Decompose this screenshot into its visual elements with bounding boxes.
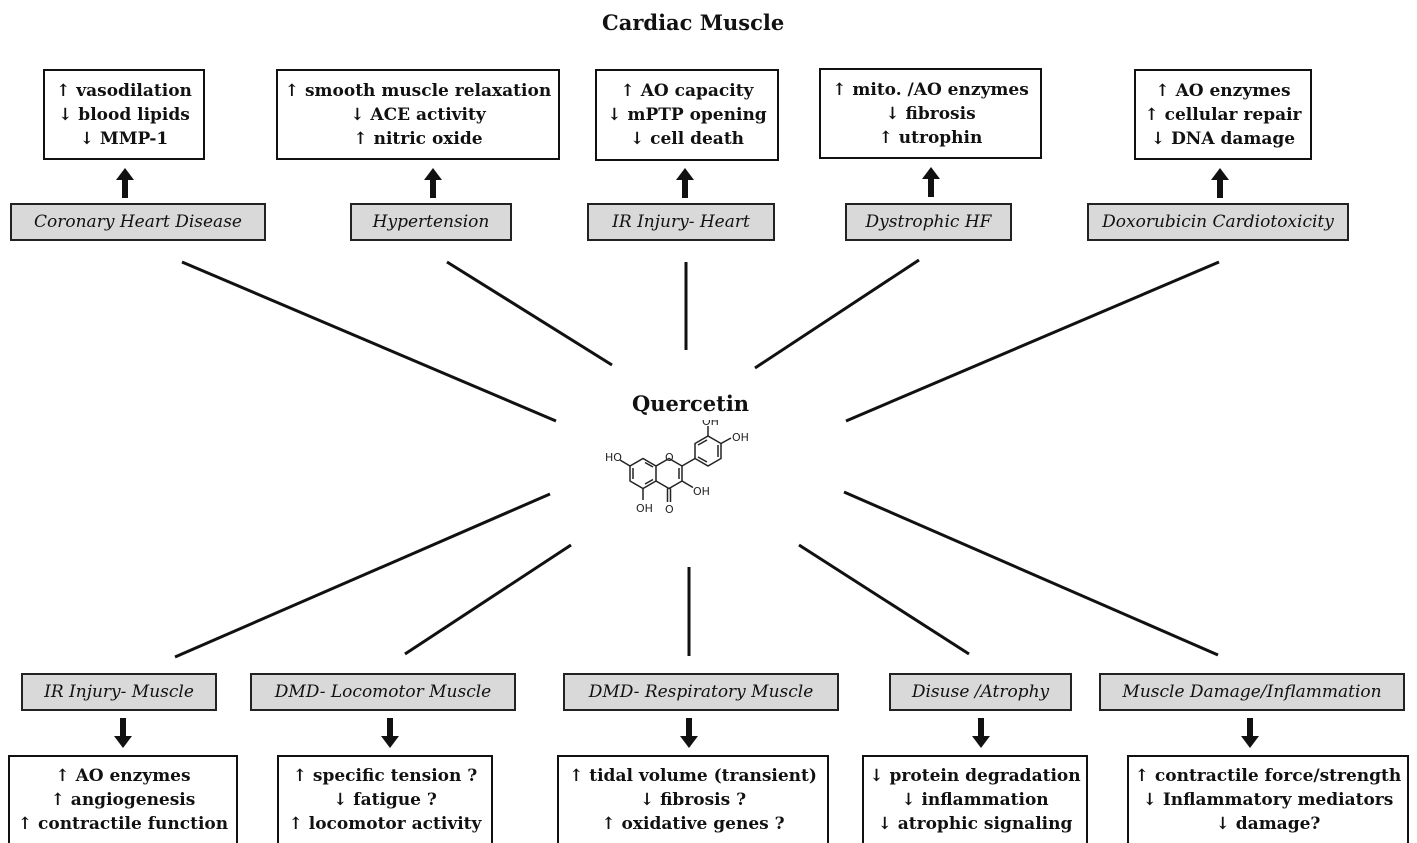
arrow-up-icon <box>116 168 134 198</box>
ring-oxygen-label: O <box>665 451 674 464</box>
carbonyl-oxygen-label: O <box>665 503 674 516</box>
effect-item: ↓ MMP-1 <box>79 128 169 149</box>
effect-item: ↓ ACE activity <box>350 104 486 125</box>
connector-hypertension <box>446 260 613 367</box>
skeletal-effects-muscle-damage: ↑ contractile force/strength ↓ Inflammat… <box>1127 755 1409 843</box>
condition-label-muscle-damage: Muscle Damage/Inflammation <box>1099 673 1405 711</box>
effect-item: ↑ nitric oxide <box>353 128 483 149</box>
arrow-up-icon <box>424 168 442 198</box>
skeletal-effects-dmd-locomotor: ↑ specific tension ? ↓ fatigue ? ↑ locom… <box>277 755 493 843</box>
effect-item: ↑ contractile function <box>17 814 229 834</box>
connector-coronary <box>181 260 557 423</box>
center-label: Quercetin <box>632 391 750 416</box>
effect-item: ↑ utrophin <box>878 127 983 148</box>
effect-item: ↓ protein degradation <box>869 766 1081 786</box>
effect-item: ↑ specific tension ? <box>292 766 478 786</box>
hydroxyl-5-label: OH <box>636 502 653 515</box>
hydroxyl-3-label: OH <box>693 485 710 498</box>
arrow-down-icon <box>680 718 698 748</box>
connector-dmd-locomotor <box>404 543 572 656</box>
effect-item: ↑ oxidative genes ? <box>601 814 785 834</box>
connector-ir-muscle <box>174 492 551 659</box>
effect-item: ↑ mito. /AO enzymes <box>832 79 1029 100</box>
condition-label-dmd-locomotor: DMD- Locomotor Muscle <box>250 673 516 711</box>
condition-label-ir-heart: IR Injury- Heart <box>587 203 775 241</box>
arrow-down-icon <box>972 718 990 748</box>
effect-item: ↓ fibrosis <box>885 103 976 124</box>
arrow-up-icon <box>676 168 694 198</box>
effect-item: ↑ contractile force/strength <box>1134 766 1402 786</box>
condition-label-doxorubicin: Doxorubicin Cardiotoxicity <box>1087 203 1349 241</box>
cardiac-effects-coronary: ↑ vasodilation ↓ blood lipids ↓ MMP-1 <box>43 69 205 160</box>
effect-item: ↓ cell death <box>629 129 745 149</box>
effect-item: ↓ atrophic signaling <box>877 814 1073 834</box>
effect-item: ↑ tidal volume (transient) <box>569 766 817 786</box>
condition-label-hypertension: Hypertension <box>350 203 512 241</box>
condition-label-dystrophic-hf: Dystrophic HF <box>845 203 1012 241</box>
cardiac-effects-ir-heart: ↑ AO capacity ↓ mPTP opening ↓ cell deat… <box>595 69 779 161</box>
diagram-title: Cardiac Muscle <box>602 10 785 35</box>
connector-muscle-damage <box>843 490 1219 657</box>
hydroxyl-7-label: HO <box>605 451 622 464</box>
effect-item: ↑ locomotor activity <box>288 814 482 834</box>
connector-disuse <box>798 543 970 656</box>
condition-label-coronary: Coronary Heart Disease <box>10 203 266 241</box>
skeletal-effects-disuse: ↓ protein degradation ↓ inflammation ↓ a… <box>862 755 1088 843</box>
arrow-down-icon <box>1241 718 1259 748</box>
effect-item: ↓ damage? <box>1215 814 1321 834</box>
quercetin-structure-icon: O OH OH HO OH OH O <box>605 420 749 516</box>
hydroxyl-4prime-label: OH <box>732 431 749 444</box>
effect-item: ↑ AO enzymes <box>1155 80 1291 101</box>
skeletal-effects-ir-muscle: ↑ AO enzymes ↑ angiogenesis ↑ contractil… <box>8 755 238 843</box>
effect-item: ↑ smooth muscle relaxation <box>284 80 552 101</box>
condition-label-dmd-respiratory: DMD- Respiratory Muscle <box>563 673 839 711</box>
effect-item: ↓ blood lipids <box>58 104 190 125</box>
effect-item: ↓ inflammation <box>901 790 1049 810</box>
skeletal-effects-dmd-respiratory: ↑ tidal volume (transient) ↓ fibrosis ? … <box>557 755 829 843</box>
effect-item: ↓ fatigue ? <box>333 790 437 810</box>
arrow-down-icon <box>114 718 132 748</box>
arrow-up-icon <box>922 167 940 197</box>
connector-dystrophic-hf <box>754 258 920 370</box>
effect-item: ↑ AO capacity <box>620 81 754 101</box>
effect-item: ↑ AO enzymes <box>55 766 191 786</box>
cardiac-effects-dystrophic-hf: ↑ mito. /AO enzymes ↓ fibrosis ↑ utrophi… <box>819 68 1042 159</box>
effect-item: ↑ angiogenesis <box>50 790 196 810</box>
effect-item: ↓ fibrosis ? <box>639 790 747 810</box>
condition-label-disuse: Disuse /Atrophy <box>889 673 1072 711</box>
effect-item: ↑ vasodilation <box>56 80 192 101</box>
arrow-down-icon <box>381 718 399 748</box>
cardiac-effects-hypertension: ↑ smooth muscle relaxation ↓ ACE activit… <box>276 69 560 160</box>
effect-item: ↓ DNA damage <box>1150 128 1296 149</box>
condition-label-ir-muscle: IR Injury- Muscle <box>21 673 217 711</box>
effect-item: ↑ cellular repair <box>1144 104 1302 125</box>
hydroxyl-3prime-label: OH <box>702 420 719 428</box>
connector-doxorubicin <box>845 260 1220 423</box>
effect-item: ↓ mPTP opening <box>607 105 767 125</box>
effect-item: ↓ Inflammatory mediators <box>1142 790 1394 810</box>
arrow-up-icon <box>1211 168 1229 198</box>
cardiac-effects-doxorubicin: ↑ AO enzymes ↑ cellular repair ↓ DNA dam… <box>1134 69 1312 160</box>
